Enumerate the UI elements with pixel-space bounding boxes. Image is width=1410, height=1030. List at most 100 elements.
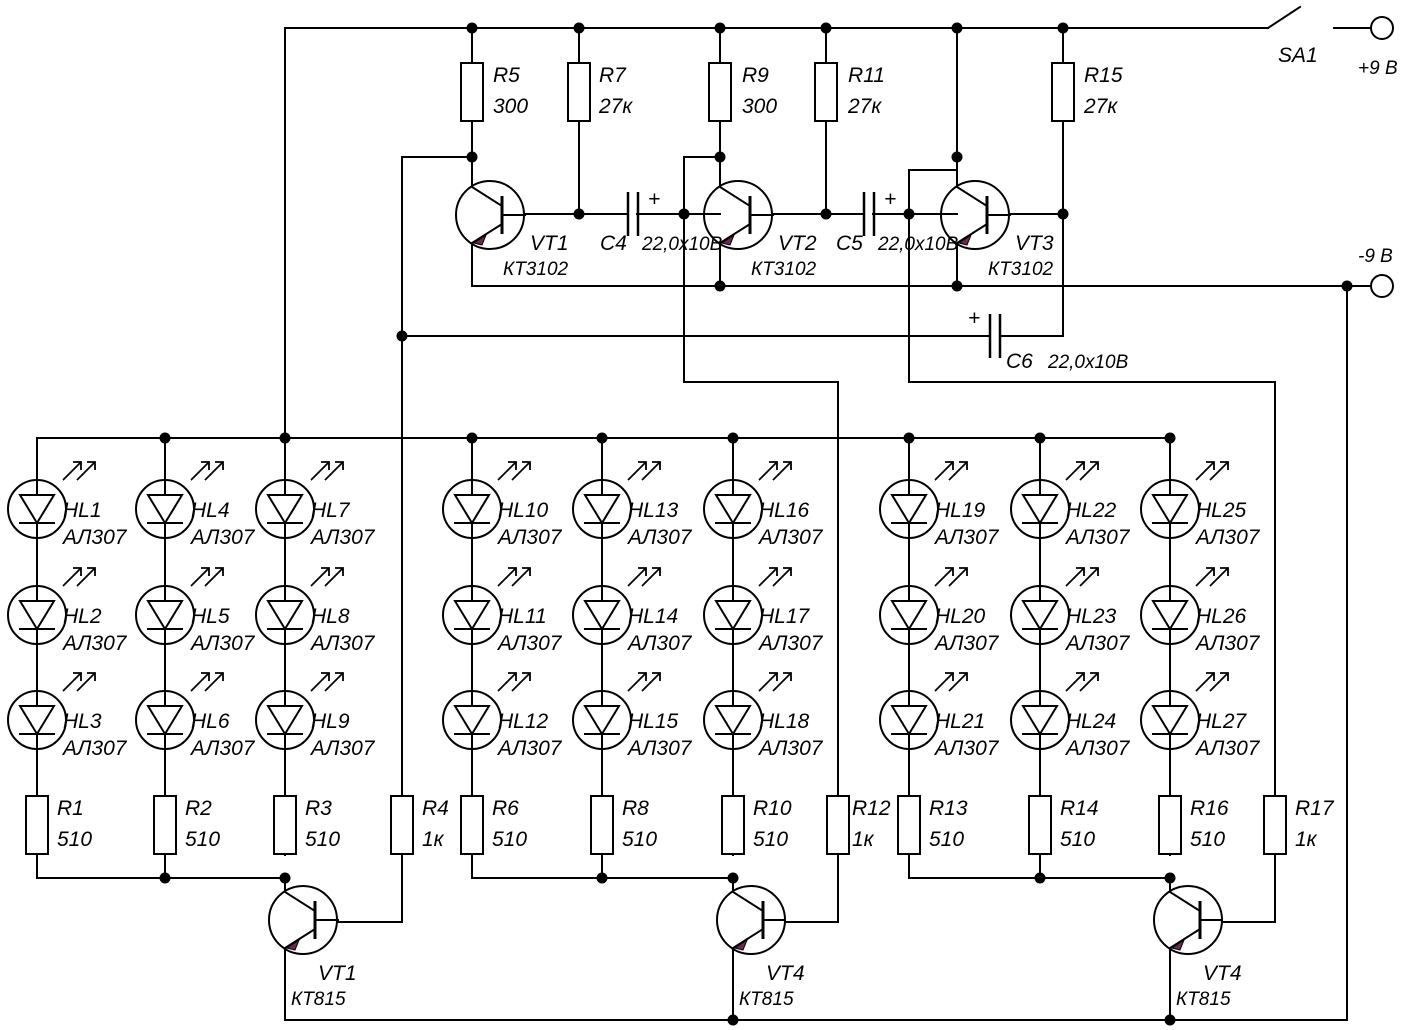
- led-ref: HL14: [628, 605, 678, 628]
- junction-dot: [466, 151, 478, 163]
- led-ref: HL13: [628, 499, 679, 522]
- led-type: АЛ307: [933, 737, 1000, 760]
- led-type: АЛ307: [933, 526, 1000, 549]
- led-type: АЛ307: [1194, 632, 1261, 655]
- junction-dot: [596, 432, 608, 444]
- negative-terminal: [1370, 274, 1394, 298]
- led-type: АЛ307: [496, 526, 563, 549]
- led-type: АЛ307: [496, 737, 563, 760]
- junction-dot: [466, 22, 478, 34]
- junction-dot: [727, 872, 739, 884]
- resistor-value: 510: [929, 828, 964, 851]
- capacitor-polarity: +: [968, 307, 980, 330]
- led-type: АЛ307: [189, 526, 256, 549]
- resistor-value: 510: [753, 828, 788, 851]
- led-ref: HL5: [191, 605, 230, 628]
- transistor-ref: VT3: [1015, 232, 1054, 255]
- resistor-ref: R17: [1295, 797, 1335, 820]
- led-ref: HL19: [935, 499, 986, 522]
- led-type: АЛ307: [757, 737, 824, 760]
- resistor-value: 27к: [847, 95, 882, 118]
- junction-dot: [1164, 1014, 1176, 1026]
- resistor-ref: R5: [493, 64, 520, 87]
- led-ref: HL1: [63, 499, 102, 522]
- wire: [784, 854, 839, 923]
- led-type: АЛ307: [309, 737, 376, 760]
- junction-dot: [951, 151, 963, 163]
- transistor-type: КТ815: [1176, 989, 1231, 1010]
- junction-dot: [159, 432, 171, 444]
- wire: [908, 169, 1276, 796]
- switch-contact: [1266, 5, 1302, 30]
- resistor-ref: R13: [929, 797, 968, 820]
- resistor-value: 1к: [1295, 828, 1318, 851]
- led-ref: HL20: [935, 605, 986, 628]
- junction-dot: [714, 151, 726, 163]
- junction-dot: [1057, 208, 1069, 220]
- led-type: АЛ307: [61, 737, 128, 760]
- transistor-ref: VT2: [778, 232, 817, 255]
- resistor-value: 510: [305, 828, 340, 851]
- junction-dot: [820, 22, 832, 34]
- led-type: АЛ307: [757, 526, 824, 549]
- wire: [1221, 854, 1276, 923]
- resistor-value: 27к: [1083, 95, 1118, 118]
- junction-dot: [1164, 872, 1176, 884]
- resistor-value: 300: [493, 95, 528, 118]
- junction-dot: [903, 208, 915, 220]
- led-ref: HL25: [1196, 499, 1247, 522]
- junction-dot: [596, 872, 608, 884]
- components: R5300R727кR9300R1127кR1527кR1510R2510R35…: [7, 5, 1394, 1010]
- junction-dot: [951, 280, 963, 292]
- led-type: АЛ307: [189, 632, 256, 655]
- junction-dot: [396, 330, 408, 342]
- junction-dot: [279, 432, 291, 444]
- junction-dot: [714, 280, 726, 292]
- led-ref: HL4: [191, 499, 230, 522]
- junction-dot: [714, 22, 726, 34]
- led-ref: HL15: [628, 710, 679, 733]
- led-ref: HL6: [191, 710, 230, 733]
- led-type: АЛ307: [626, 737, 693, 760]
- resistor-value: 510: [492, 828, 527, 851]
- wire: [284, 27, 1269, 439]
- positive-supply-label: +9 В: [1358, 58, 1398, 79]
- resistor-ref: R3: [305, 797, 332, 820]
- led-type: АЛ307: [61, 526, 128, 549]
- junction-dot: [159, 872, 171, 884]
- led-type: АЛ307: [933, 632, 1000, 655]
- led-ref: HL18: [759, 710, 810, 733]
- led-type: АЛ307: [1064, 737, 1131, 760]
- junction-dot: [466, 432, 478, 444]
- junction-dot: [1057, 22, 1069, 34]
- capacitor-polarity: +: [884, 188, 896, 211]
- junction-dot: [727, 432, 739, 444]
- led-type: АЛ307: [309, 632, 376, 655]
- led-ref: HL16: [759, 499, 810, 522]
- led-type: АЛ307: [757, 632, 824, 655]
